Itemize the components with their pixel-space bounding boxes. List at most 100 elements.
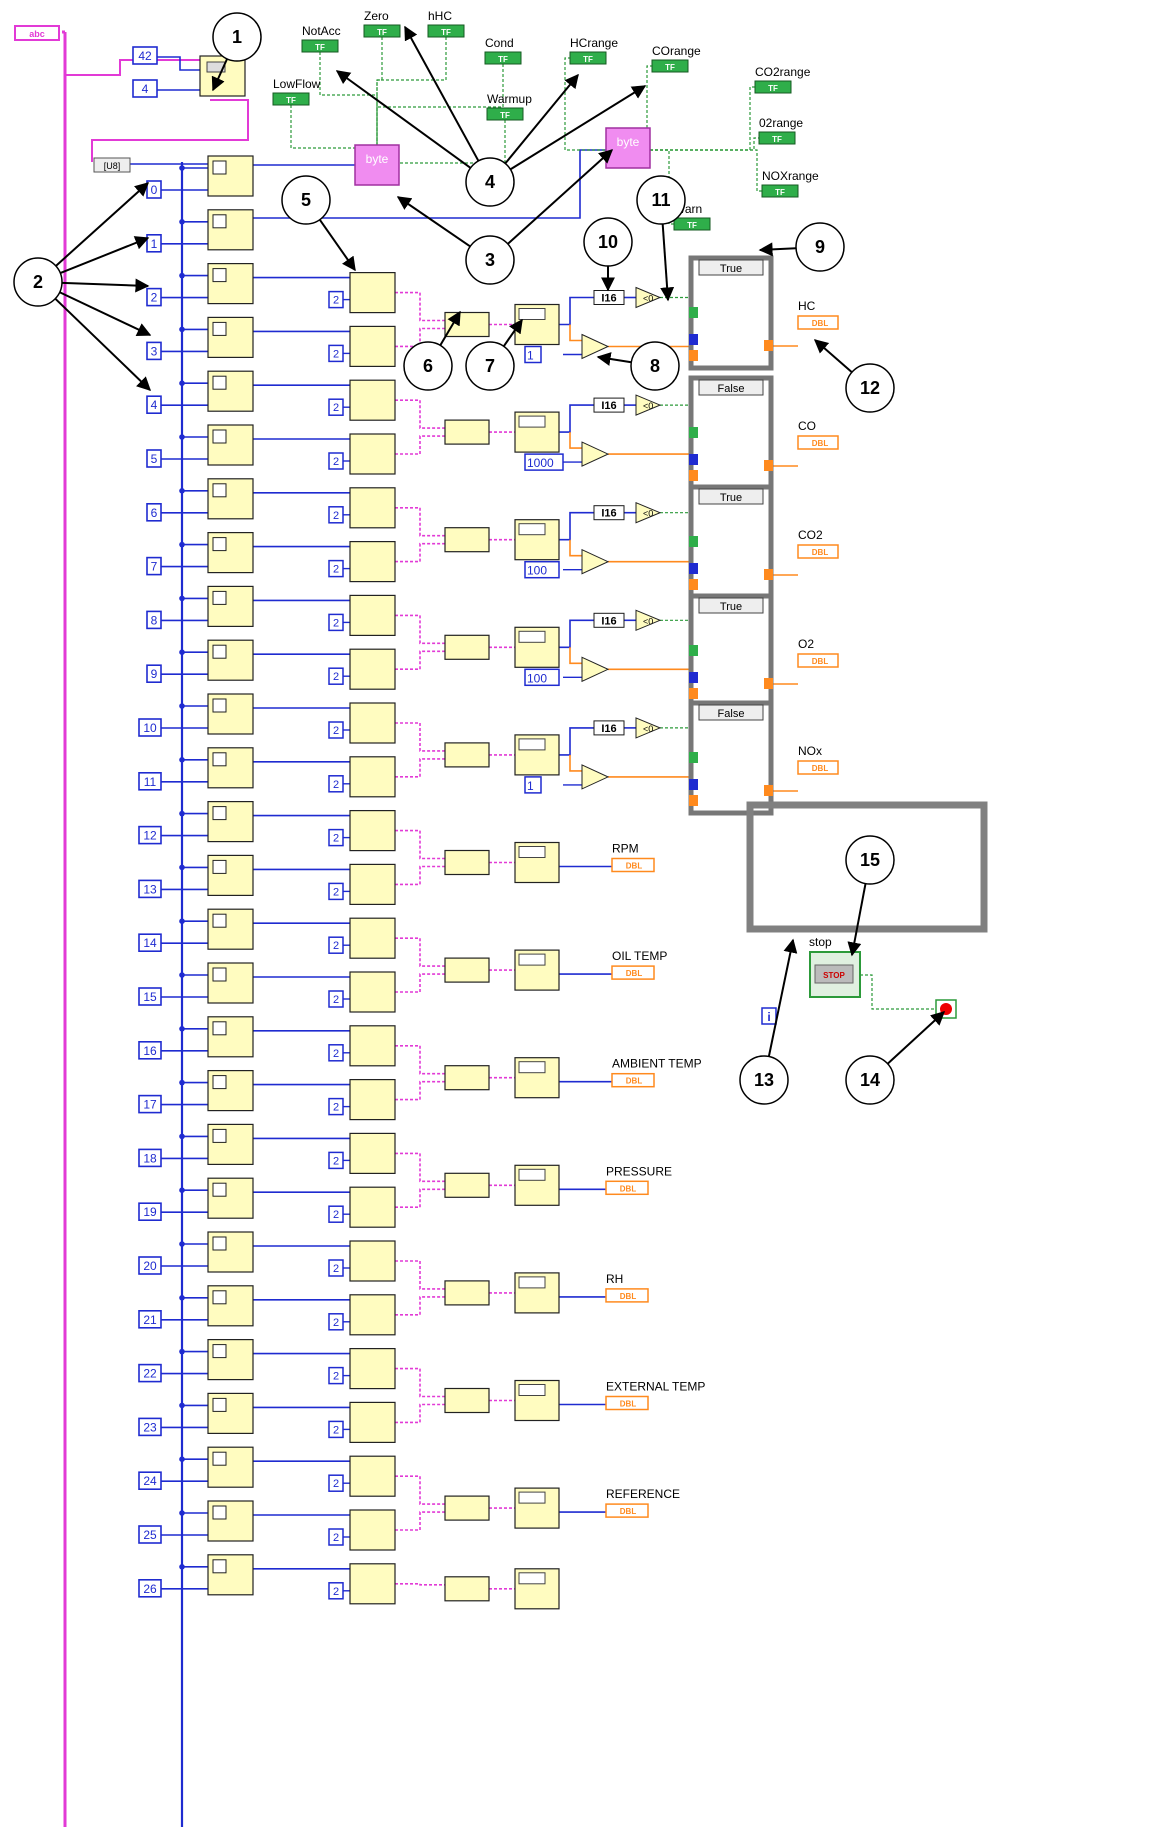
wire-junction xyxy=(179,380,185,386)
scan-number-node xyxy=(350,595,395,635)
indicator-lowflow-tf: TF xyxy=(286,96,296,105)
output-indicator-label: RPM xyxy=(612,842,639,856)
index-constant-value: 4 xyxy=(151,398,158,412)
byte-node-label: byte xyxy=(366,152,389,166)
byte-count-value: 2 xyxy=(333,510,339,522)
scan-number-node xyxy=(350,1187,395,1227)
wire xyxy=(395,1153,445,1181)
numeric-constant-value: 42 xyxy=(138,49,152,63)
numeric-constant-value: 4 xyxy=(142,82,149,96)
scan-number-node xyxy=(350,1349,395,1389)
scan-number-node xyxy=(350,1133,395,1173)
wire xyxy=(395,1082,445,1100)
scan-number-node xyxy=(350,542,395,582)
callout-arrow xyxy=(320,220,355,270)
wire-junction xyxy=(179,488,185,494)
output-indicator-label: OIL TEMP xyxy=(612,949,667,963)
callout-arrow xyxy=(852,884,866,955)
callout-number: 10 xyxy=(598,232,618,252)
wire xyxy=(395,974,445,992)
callout-arrow xyxy=(760,248,796,250)
array-glyph xyxy=(213,215,226,228)
byte-count-value: 2 xyxy=(333,1586,339,1598)
indicator-warn-tf: TF xyxy=(687,221,697,230)
array-glyph xyxy=(213,753,226,766)
wire xyxy=(395,759,445,777)
less-than-zero-label: <0 xyxy=(643,294,653,304)
divisor-value: 100 xyxy=(527,564,547,578)
indicator-hhc-label: hHC xyxy=(428,9,452,23)
callout-number: 6 xyxy=(423,356,433,376)
array-glyph xyxy=(213,1452,226,1465)
join-numbers-node xyxy=(445,1496,489,1520)
array-glyph xyxy=(213,860,226,873)
byte-count-value: 2 xyxy=(333,1424,339,1436)
i16-label: I16 xyxy=(601,615,616,627)
less-than-zero-label: <0 xyxy=(643,509,653,519)
wire xyxy=(559,405,594,432)
wire xyxy=(559,298,594,325)
wire-junction xyxy=(179,1080,185,1086)
wire-junction xyxy=(179,273,185,279)
i16-label: I16 xyxy=(601,293,616,305)
dbl-label: DBL xyxy=(620,1292,637,1301)
wire-junction xyxy=(179,327,185,333)
wire xyxy=(570,325,582,341)
index-constant-value: 11 xyxy=(144,775,157,789)
dbl-label: DBL xyxy=(812,439,829,448)
wire xyxy=(395,867,445,885)
output-indicator-label: NOx xyxy=(798,744,822,758)
case-selector-value: False xyxy=(718,708,745,720)
wire xyxy=(395,544,445,562)
wire-junction xyxy=(179,542,185,548)
scan-number-node xyxy=(350,972,395,1012)
byte-count-value: 2 xyxy=(333,1263,339,1275)
scan-number-node xyxy=(350,918,395,958)
join-numbers-node xyxy=(445,1577,489,1601)
callout-arrow xyxy=(56,183,148,266)
array-glyph xyxy=(213,1129,226,1142)
indicator-cond-label: Cond xyxy=(485,36,514,50)
byte-count-value: 2 xyxy=(333,833,339,845)
node-glyph xyxy=(519,1062,545,1073)
i16-label: I16 xyxy=(601,508,616,520)
scan-number-node xyxy=(350,326,395,366)
wire xyxy=(395,1261,445,1289)
node-glyph xyxy=(519,416,545,427)
join-numbers-node xyxy=(445,1389,489,1413)
callout-arrow xyxy=(405,27,478,161)
node-glyph xyxy=(519,739,545,750)
byte-count-value: 2 xyxy=(333,617,339,629)
wire xyxy=(395,1046,445,1074)
dbl-label: DBL xyxy=(620,1184,637,1193)
array-glyph xyxy=(213,645,226,658)
array-glyph xyxy=(213,1183,226,1196)
byte-count-value: 2 xyxy=(333,1048,339,1060)
case-selector-value: True xyxy=(720,601,742,613)
byte-count-value: 2 xyxy=(333,779,339,791)
case-output-tunnel xyxy=(764,460,773,471)
callout-arrow xyxy=(62,283,148,286)
case-input-tunnel xyxy=(689,579,698,590)
dbl-label: DBL xyxy=(812,548,829,557)
wire-junction xyxy=(179,649,185,655)
wire-junction xyxy=(179,1295,185,1301)
array-glyph xyxy=(213,1022,226,1035)
divide-node xyxy=(582,550,608,574)
case-input-tunnel xyxy=(689,688,698,699)
case-output-tunnel xyxy=(764,569,773,580)
wire-junction xyxy=(179,1403,185,1409)
indicator-02range-tf: TF xyxy=(772,135,782,144)
callout-number: 9 xyxy=(815,237,825,257)
index-constant-value: 7 xyxy=(151,560,158,574)
array-glyph xyxy=(213,430,226,443)
byte-count-value: 2 xyxy=(333,886,339,898)
case-selector-value: True xyxy=(720,492,742,504)
case-selector-terminal xyxy=(689,752,698,763)
wire-junction xyxy=(179,1510,185,1516)
array-glyph xyxy=(213,1076,226,1089)
wire xyxy=(395,615,445,643)
wire-junction xyxy=(179,1564,185,1570)
output-indicator-label: O2 xyxy=(798,637,814,651)
node-glyph xyxy=(519,1385,545,1396)
